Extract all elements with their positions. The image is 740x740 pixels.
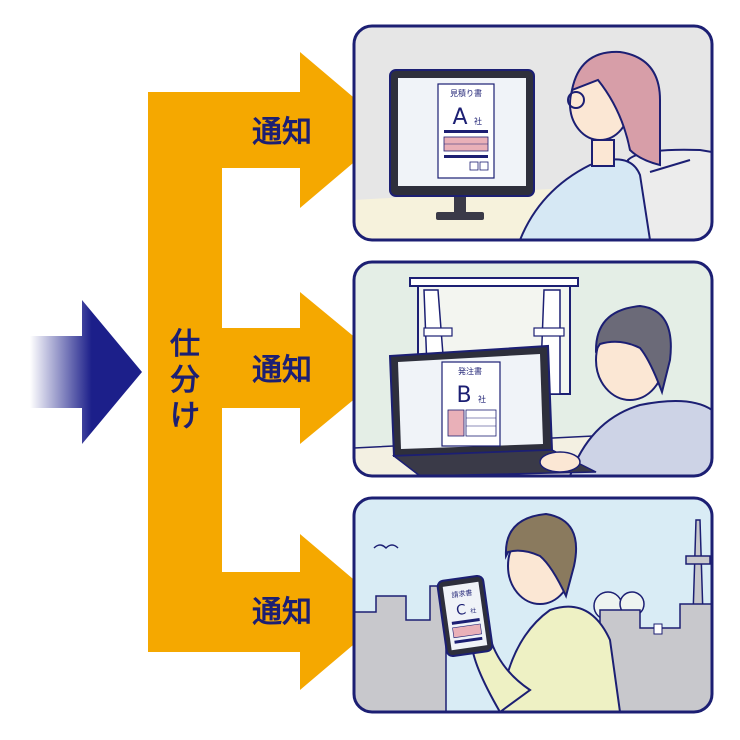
order-doc-letter: B [456,383,471,408]
sorting-label-char-2: 分 [170,363,200,398]
panel-laptop-user: 発注書 B 社 [352,260,714,478]
invoice-doc-letter: C [455,602,467,619]
estimate-doc-suffix: 社 [474,116,482,126]
panel-2-frame [352,260,714,478]
sorting-label-char-1: 仕 [169,327,200,362]
panel-desktop-user: 見積り書 A 社 [352,24,714,242]
notify-label-2: 通知 [252,353,312,388]
estimate-doc-title: 見積り書 [450,88,482,98]
sorting-bar [148,92,222,652]
panel-3-frame [352,496,714,714]
notify-arrow-1 [218,52,392,208]
invoice-doc-suffix: 社 [470,606,477,615]
order-doc-title: 発注書 [458,366,482,376]
notify-label-3: 通知 [252,595,312,630]
panel-1-frame [352,24,714,242]
sorting-bracket [148,52,392,690]
notify-arrow-2 [218,292,392,444]
sorting-label: 仕 分 け [169,327,200,434]
invoice-doc-title: 請求書 [451,588,473,600]
notify-label-1: 通知 [252,115,312,150]
bird-icon [373,544,399,550]
sorting-label-char-3: け [170,399,200,434]
estimate-doc-letter: A [452,105,467,130]
notify-arrow-3 [218,534,392,690]
input-arrow [30,300,142,444]
panel-mobile-user: 請求書 C 社 [352,496,714,714]
order-doc-suffix: 社 [478,394,486,404]
